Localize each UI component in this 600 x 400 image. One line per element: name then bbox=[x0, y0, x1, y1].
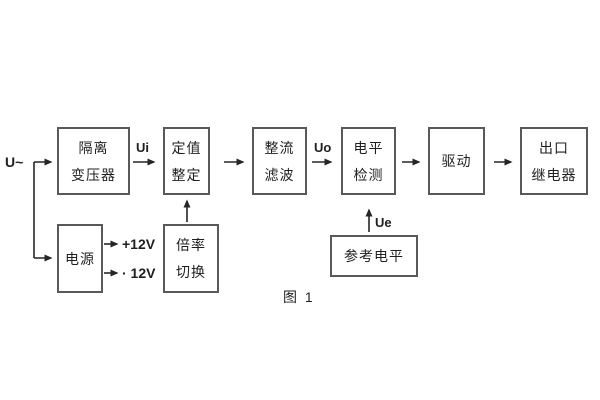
block-rectifier-filter: 整流 滤波 bbox=[252, 127, 307, 195]
block-label: 电源 bbox=[65, 250, 95, 267]
block-drive: 驱动 bbox=[428, 127, 485, 195]
block-label: 定值 bbox=[171, 139, 202, 156]
block-label: 参考电平 bbox=[344, 248, 404, 264]
block-label: 倍率 bbox=[176, 237, 206, 253]
supply-positive-label: +12V bbox=[122, 236, 156, 252]
block-output-relay: 出口 继电器 bbox=[520, 127, 588, 195]
block-label: 检测 bbox=[353, 166, 384, 183]
ui-label: Ui bbox=[136, 140, 149, 155]
block-power-supply: 电源 bbox=[57, 224, 103, 293]
block-label: 出口 bbox=[539, 139, 569, 156]
ue-label: Ue bbox=[375, 215, 392, 230]
block-ratio-switch: 倍率 切换 bbox=[163, 224, 219, 293]
uo-label: Uo bbox=[314, 140, 332, 155]
block-label: 电平 bbox=[353, 139, 384, 156]
block-label: 整定 bbox=[171, 166, 202, 183]
input-signal-label: U~ bbox=[5, 154, 24, 170]
block-isolation-transformer: 隔离 变压器 bbox=[57, 127, 130, 195]
block-label: 驱动 bbox=[441, 153, 472, 169]
block-label: 整流 bbox=[264, 139, 295, 156]
supply-negative-label: · 12V bbox=[122, 265, 156, 281]
block-label: 隔离 bbox=[78, 139, 109, 156]
block-setting-adjust: 定值 整定 bbox=[163, 127, 210, 195]
block-reference-level: 参考电平 bbox=[330, 235, 418, 277]
block-label: 切换 bbox=[176, 264, 206, 280]
block-level-detector: 电平 检测 bbox=[341, 127, 396, 195]
block-label: 变压器 bbox=[71, 166, 116, 183]
block-label: 滤波 bbox=[264, 166, 295, 183]
figure-caption: 图 1 bbox=[283, 289, 315, 305]
block-label: 继电器 bbox=[531, 166, 577, 183]
